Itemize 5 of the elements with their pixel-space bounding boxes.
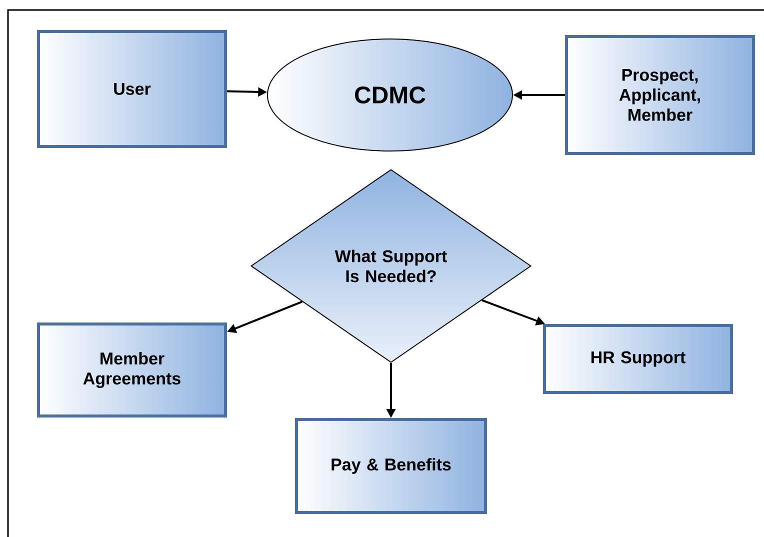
process-box: HR Support	[543, 324, 733, 394]
process-box: Pay & Benefits	[295, 418, 487, 514]
process-box: Prospect, Applicant, Member	[565, 35, 755, 155]
process-box: Member Agreements	[37, 322, 227, 418]
process-box: User	[37, 30, 227, 148]
